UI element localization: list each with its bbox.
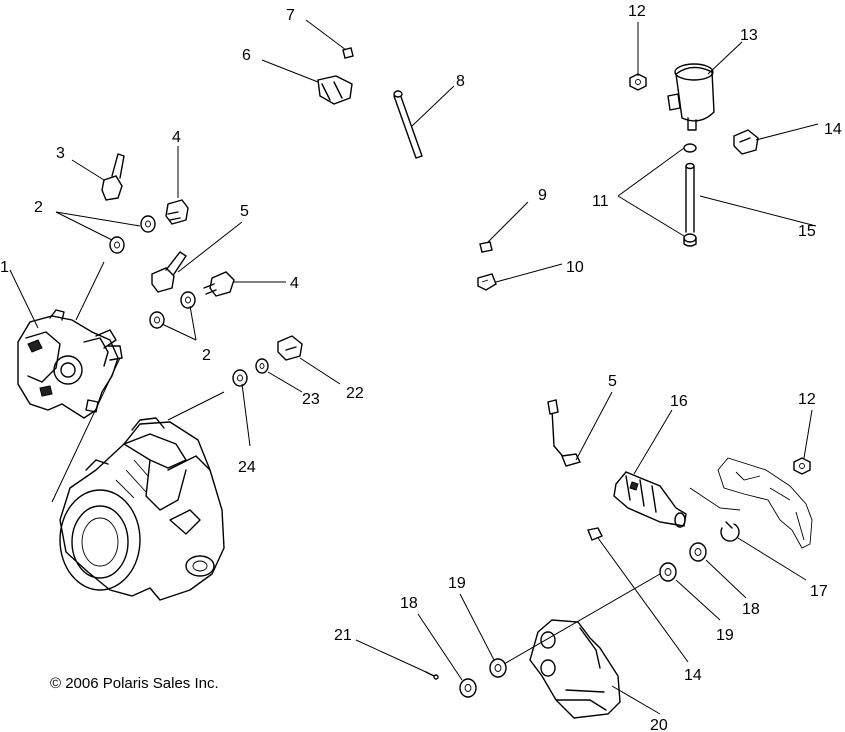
- part-bolt-22: [277, 335, 303, 361]
- callout-7: 7: [286, 7, 295, 24]
- part-screw-7: [342, 47, 354, 59]
- part-bushing-19: [489, 562, 677, 678]
- part-bolt-14-top: [733, 129, 759, 155]
- part-mount-bracket: [689, 457, 813, 549]
- callout-8: 8: [456, 73, 465, 90]
- part-washer-18: [459, 542, 707, 698]
- callout-16: 16: [670, 393, 688, 410]
- callout-11: 11: [592, 193, 609, 210]
- callout-22: 22: [346, 385, 364, 402]
- part-sensor-right: [547, 399, 582, 467]
- part-fitting: [317, 75, 353, 105]
- part-bolt-14-lower: [587, 527, 603, 541]
- callout-14: 14: [684, 667, 702, 684]
- part-pedal-bracket: [529, 619, 621, 719]
- callout-12: 12: [798, 391, 816, 408]
- callout-2: 2: [202, 347, 211, 364]
- callout-5: 5: [608, 373, 617, 390]
- callout-3: 3: [56, 145, 65, 162]
- callout-19: 19: [448, 575, 466, 592]
- callout-6: 6: [242, 47, 251, 64]
- part-sensor: [151, 251, 187, 293]
- part-lock-washer: [255, 358, 269, 374]
- callout-2: 2: [34, 199, 43, 216]
- callout-4: 4: [172, 129, 181, 146]
- part-reservoir: [667, 63, 715, 131]
- part-master-cylinder: [613, 471, 687, 528]
- callout-17: 17: [810, 583, 828, 600]
- part-hub-knuckle: [59, 417, 225, 601]
- callout-9: 9: [538, 187, 547, 204]
- callout-14: 14: [824, 121, 842, 138]
- callout-21: 21: [334, 627, 352, 644]
- part-nut-12-top: [629, 73, 647, 91]
- part-washer: [109, 215, 196, 329]
- part-bleeder-valve: [101, 153, 125, 201]
- part-nut-12-right: [793, 457, 811, 475]
- callout-15: 15: [798, 223, 816, 240]
- callout-12: 12: [628, 3, 646, 20]
- part-washer-24: [232, 369, 248, 387]
- copyright-text: © 2006 Polaris Sales Inc.: [50, 675, 219, 692]
- leader-lines: [9, 19, 819, 715]
- callout-labels: 1 2 2 3 4 4 5 5 6 7 8 9 10 11 12 12 13 1…: [0, 3, 842, 732]
- callout-13: 13: [740, 27, 758, 44]
- part-clip-10: [477, 273, 497, 291]
- callout-10: 10: [566, 259, 584, 276]
- part-caliper-body: [17, 309, 123, 419]
- callout-19: 19: [716, 627, 734, 644]
- callout-18: 18: [400, 595, 418, 612]
- callout-5: 5: [240, 203, 249, 220]
- part-pin-rod: [393, 90, 423, 159]
- callout-18: 18: [742, 601, 760, 618]
- callout-1: 1: [0, 259, 9, 276]
- part-screw-9: [479, 241, 493, 253]
- part-hose: [685, 162, 695, 233]
- callout-23: 23: [302, 391, 320, 408]
- part-pin-21: [425, 671, 439, 680]
- callout-20: 20: [650, 717, 668, 732]
- part-banjo-bolt: [165, 199, 235, 297]
- callout-4: 4: [290, 275, 299, 292]
- part-clip-17: [720, 521, 740, 542]
- callout-24: 24: [238, 459, 256, 476]
